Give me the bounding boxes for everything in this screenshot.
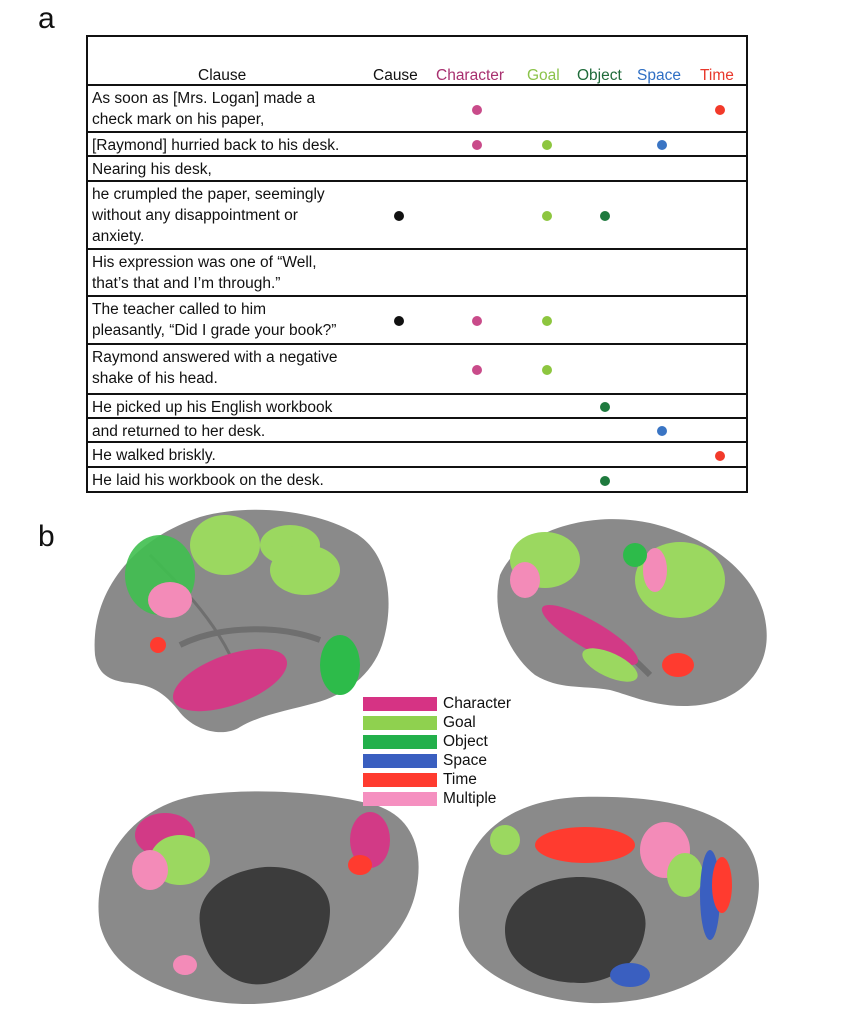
header-space: Space <box>637 67 681 84</box>
clause-text: He laid his workbook on the desk. <box>92 470 392 491</box>
character-dot <box>472 316 482 326</box>
panel-label-b: b <box>38 520 55 553</box>
brain-lateral-left <box>94 509 389 733</box>
clause-text: The teacher called to him pleasantly, “Di… <box>92 299 392 341</box>
clause-line: anxiety. <box>92 228 145 245</box>
legend-item: Multiple <box>363 789 511 808</box>
legend-swatch <box>363 734 437 749</box>
clause-line: Raymond answered with a negative <box>92 349 338 366</box>
legend-label: Space <box>443 752 487 769</box>
table-row: The teacher called to him pleasantly, “Di… <box>88 295 746 343</box>
clause-line: He walked briskly. <box>92 447 216 464</box>
character-dot <box>472 365 482 375</box>
header-character: Character <box>436 67 505 84</box>
legend-swatch <box>363 753 437 768</box>
table-row: He picked up his English workbook <box>88 393 746 417</box>
character-dot <box>472 140 482 150</box>
table-row: As soon as [Mrs. Logan] made a check mark… <box>88 84 746 131</box>
clause-line: He picked up his English workbook <box>92 399 333 416</box>
clause-text: [Raymond] hurried back to his desk. <box>92 135 392 156</box>
goal-dot <box>542 140 552 150</box>
legend-swatch <box>363 715 437 730</box>
clause-line: As soon as [Mrs. Logan] made a <box>92 90 316 107</box>
space-dot <box>657 140 667 150</box>
legend-item: Goal <box>363 713 511 732</box>
clause-text: His expression was one of “Well, that’s t… <box>92 252 392 294</box>
clause-line: shake of his head. <box>92 370 218 387</box>
clause-text: Raymond answered with a negative shake of… <box>92 347 392 389</box>
clause-line: [Raymond] hurried back to his desk. <box>92 137 340 154</box>
table-row: He laid his workbook on the desk. <box>88 466 746 492</box>
goal-dot <box>542 365 552 375</box>
clause-text: Nearing his desk, <box>92 159 392 180</box>
table-row: Nearing his desk, <box>88 155 746 180</box>
clause-text: and returned to her desk. <box>92 421 392 442</box>
object-dot <box>600 402 610 412</box>
time-dot <box>715 450 725 461</box>
clause-line: that’s that and I’m through.” <box>92 275 281 292</box>
brain-medial-right <box>458 796 759 1004</box>
legend-swatch <box>363 696 437 711</box>
table-row: His expression was one of “Well, that’s t… <box>88 248 746 295</box>
object-dot <box>600 211 610 221</box>
header-time: Time <box>700 67 734 84</box>
brain-medial-left <box>98 791 419 1005</box>
panel-label-a: a <box>38 2 55 35</box>
legend-item: Character <box>363 694 511 713</box>
character-dot <box>472 104 482 115</box>
legend-label: Goal <box>443 714 476 731</box>
object-dot <box>600 476 610 486</box>
header-object: Object <box>577 67 622 84</box>
brain-lateral-right <box>497 519 767 707</box>
cause-dot <box>394 211 404 221</box>
clause-line: check mark on his paper, <box>92 111 265 128</box>
legend-label: Multiple <box>443 790 497 807</box>
clause-text: He walked briskly. <box>92 445 392 466</box>
table-row: [Raymond] hurried back to his desk. <box>88 131 746 155</box>
table-row: Raymond answered with a negative shake of… <box>88 343 746 393</box>
clause-line: The teacher called to him <box>92 301 267 318</box>
legend-item: Space <box>363 751 511 770</box>
table-row: He walked briskly. <box>88 441 746 466</box>
legend-item: Object <box>363 732 511 751</box>
legend-item: Time <box>363 770 511 789</box>
clause-line: Nearing his desk, <box>92 161 212 178</box>
cause-dot <box>394 316 404 326</box>
legend-label: Character <box>443 695 512 712</box>
clause-line: His expression was one of “Well, <box>92 254 317 271</box>
clause-line: He laid his workbook on the desk. <box>92 472 324 489</box>
clause-text: he crumpled the paper, seemingly without … <box>92 184 392 247</box>
clause-line: and returned to her desk. <box>92 423 266 440</box>
header-goal: Goal <box>527 67 560 84</box>
legend-swatch <box>363 791 437 806</box>
legend-label: Object <box>443 733 488 750</box>
legend-label: Time <box>443 771 477 788</box>
clause-table: Clause Cause Character Goal Object Space… <box>86 35 748 493</box>
space-dot <box>657 426 667 436</box>
clause-line: he crumpled the paper, seemingly <box>92 186 325 203</box>
table-row: and returned to her desk. <box>88 417 746 441</box>
clause-text: As soon as [Mrs. Logan] made a check mark… <box>92 88 392 130</box>
header-clause: Clause <box>198 67 247 84</box>
brain-surface-maps <box>94 509 767 1005</box>
time-dot <box>715 104 725 115</box>
legend-swatch <box>363 772 437 787</box>
clause-line: pleasantly, “Did I grade your book?” <box>92 322 337 339</box>
clause-text: He picked up his English workbook <box>92 397 392 418</box>
goal-dot <box>542 211 552 221</box>
goal-dot <box>542 316 552 326</box>
brain-figure <box>90 505 790 1015</box>
header-cause: Cause <box>373 67 418 84</box>
clause-line: without any disappointment or <box>92 207 298 224</box>
table-row: he crumpled the paper, seemingly without … <box>88 180 746 248</box>
